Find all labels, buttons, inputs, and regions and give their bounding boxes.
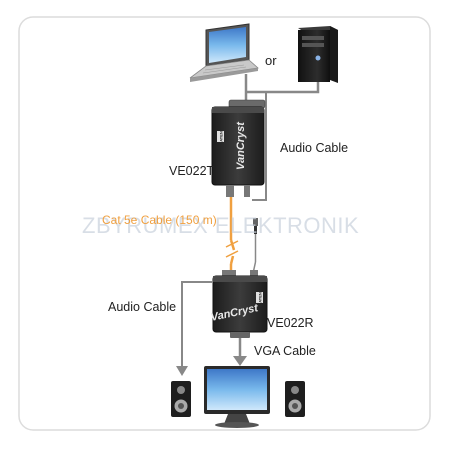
audio-cable-left	[181, 281, 213, 370]
cat5e-cable-label: Cat 5e Cable (150 m)	[102, 213, 217, 227]
watermark-text: ZBYRUMEX ELEKTRONIK	[82, 213, 359, 238]
tower-cable	[246, 82, 320, 94]
transmitter-aten-badge	[217, 131, 224, 142]
audio-cable-left-arrow	[176, 366, 188, 376]
desktop-tower-icon	[298, 26, 338, 83]
svg-text:ATEN: ATEN	[258, 292, 263, 303]
receiver-rj45-port	[222, 270, 236, 280]
svg-text:ATEN: ATEN	[219, 131, 224, 142]
transmitter-logo: VanCryst	[235, 121, 247, 170]
audio-port	[244, 185, 250, 197]
diagram-frame	[18, 16, 431, 431]
transmitter-model-label: VE022T	[169, 164, 215, 178]
or-label: or	[265, 53, 277, 68]
speaker-left-icon	[171, 381, 191, 417]
audio-cable-top-label: Audio Cable	[280, 141, 348, 155]
audio-cable-top	[252, 91, 267, 201]
speaker-right-icon	[285, 381, 305, 417]
transmitter-device: VanCryst ATEN	[211, 99, 266, 197]
receiver-aten-badge	[256, 292, 263, 303]
receiver-device: VanCryst ATEN	[210, 270, 268, 338]
vga-cable-arrow	[233, 356, 247, 366]
receiver-audio-port	[250, 270, 258, 280]
audio-cable-left-label: Audio Cable	[108, 300, 176, 314]
rj45-port	[226, 185, 234, 197]
laptop-icon	[189, 23, 259, 82]
receiver-vga-connector	[230, 332, 250, 338]
vga-cable-label: VGA Cable	[254, 344, 316, 358]
receiver-model-label: VE022R	[267, 316, 314, 330]
monitor-icon	[204, 366, 270, 428]
